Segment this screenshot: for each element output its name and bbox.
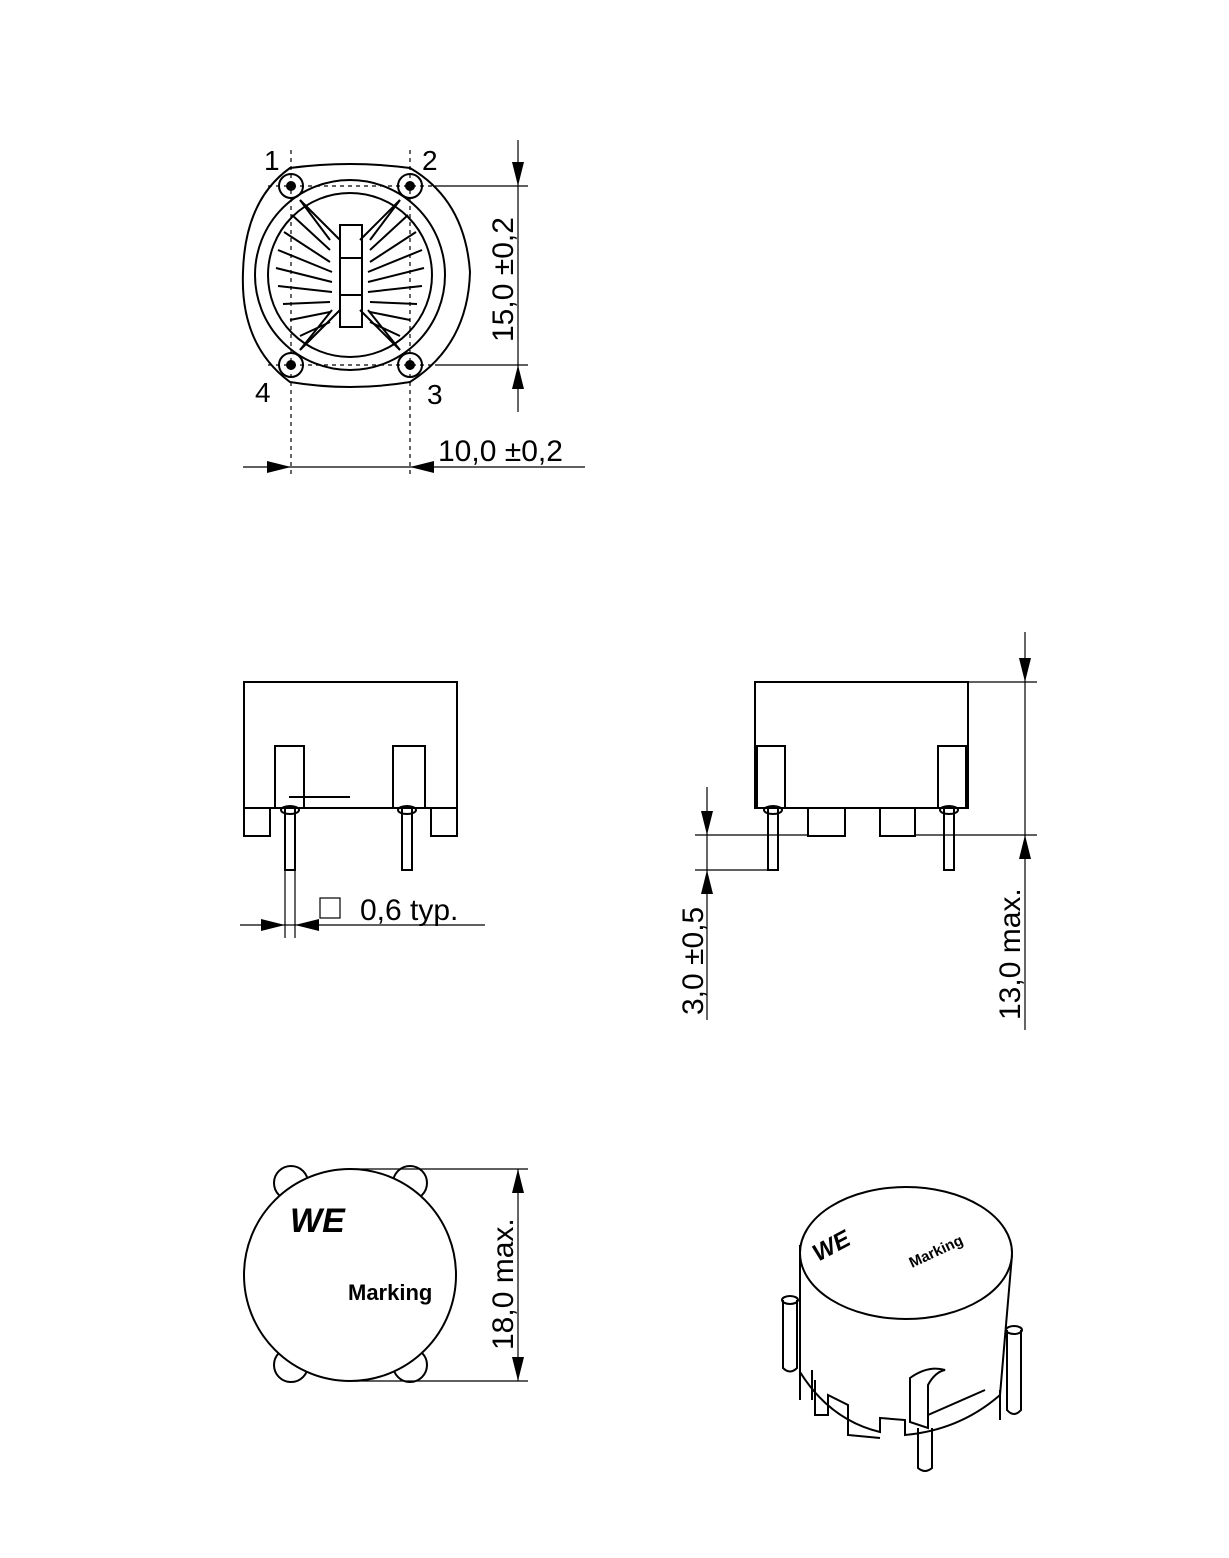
pin-label-1: 1	[264, 145, 280, 176]
dim-pin-spacing: 10,0 ±0,2	[438, 435, 563, 468]
marking-view: WE Marking 18,0 max.	[243, 1165, 528, 1383]
dim-pin-size: 0,6 typ.	[360, 894, 458, 927]
pin-label-2: 2	[422, 145, 438, 176]
side-view: 3,0 ±0,5 13,0 max.	[677, 632, 1037, 1030]
dim-height-top: 15,0 ±0,2	[487, 217, 520, 342]
component-top-face	[799, 1186, 1013, 1320]
pin-label-4: 4	[255, 377, 271, 408]
pin-label-3: 3	[427, 379, 443, 410]
right-winding	[359, 199, 425, 351]
isometric-view: WE Marking	[781, 1186, 1023, 1472]
dim-pin-length: 3,0 ±0,5	[677, 907, 710, 1015]
dim-overall-height: 13,0 max.	[994, 888, 1027, 1020]
left-winding	[275, 199, 341, 351]
component-body-top	[243, 1168, 457, 1382]
dim-diameter: 18,0 max.	[487, 1218, 520, 1350]
we-logo: WE	[290, 1202, 346, 1240]
front-view: 0,6 typ.	[240, 681, 485, 938]
top-view: 1 2 3 4 15,0 ±0,2 10,0 ±0,2	[241, 140, 585, 478]
marking-label: Marking	[348, 1280, 432, 1305]
